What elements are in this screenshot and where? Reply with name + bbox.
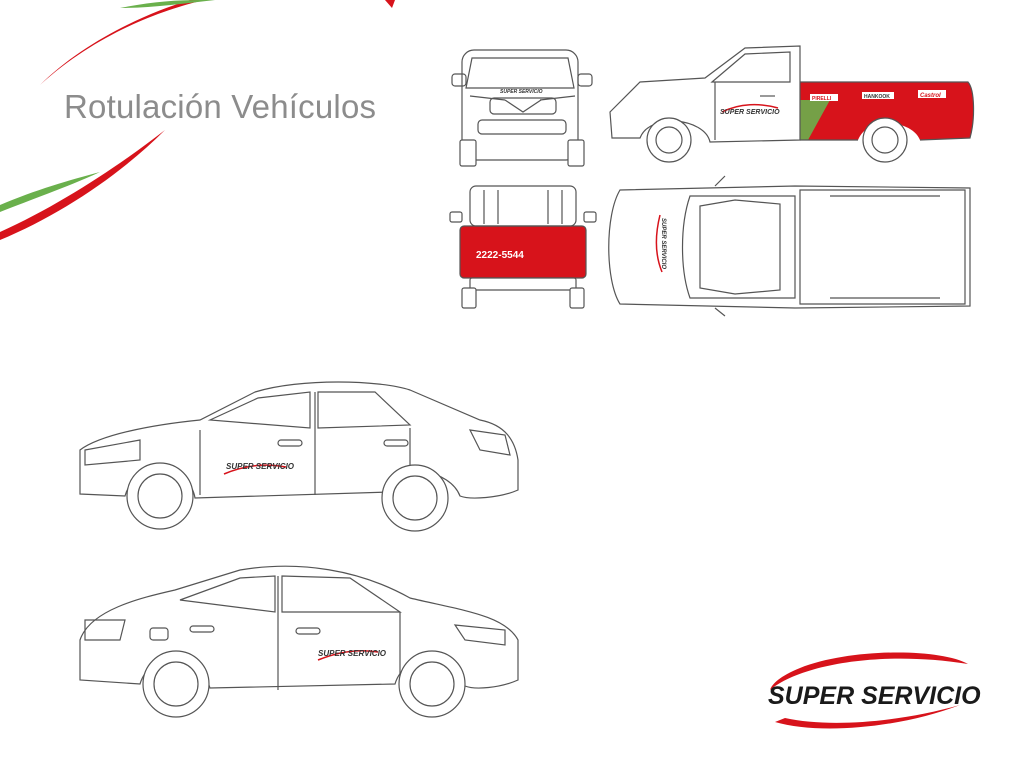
pickup-top-logo-text: SUPER SERVICIO [660, 218, 666, 269]
sponsor-logo-castrol: Castrol [920, 93, 941, 99]
pickup-side-logo-text: SUPER SERVICIO [720, 109, 780, 116]
sponsor-logo-hankook: HANKOOK [864, 94, 890, 100]
phone-number-text: 2222-5544 [476, 250, 524, 261]
page-title: Rotulación Vehículos [64, 88, 377, 125]
sedan1-logo-text: SUPER SERVICIO [226, 462, 295, 471]
corner-swoosh-decoration [0, 0, 395, 240]
sponsor-logo-pirelli: PIRELLI [812, 96, 832, 102]
sedan2-logo-text: SUPER SERVICIO [318, 649, 387, 658]
brand-logo-text: SUPER SERVICIO [768, 682, 981, 710]
pickup-front-logo-text: SUPER SERVICIO [500, 89, 543, 95]
